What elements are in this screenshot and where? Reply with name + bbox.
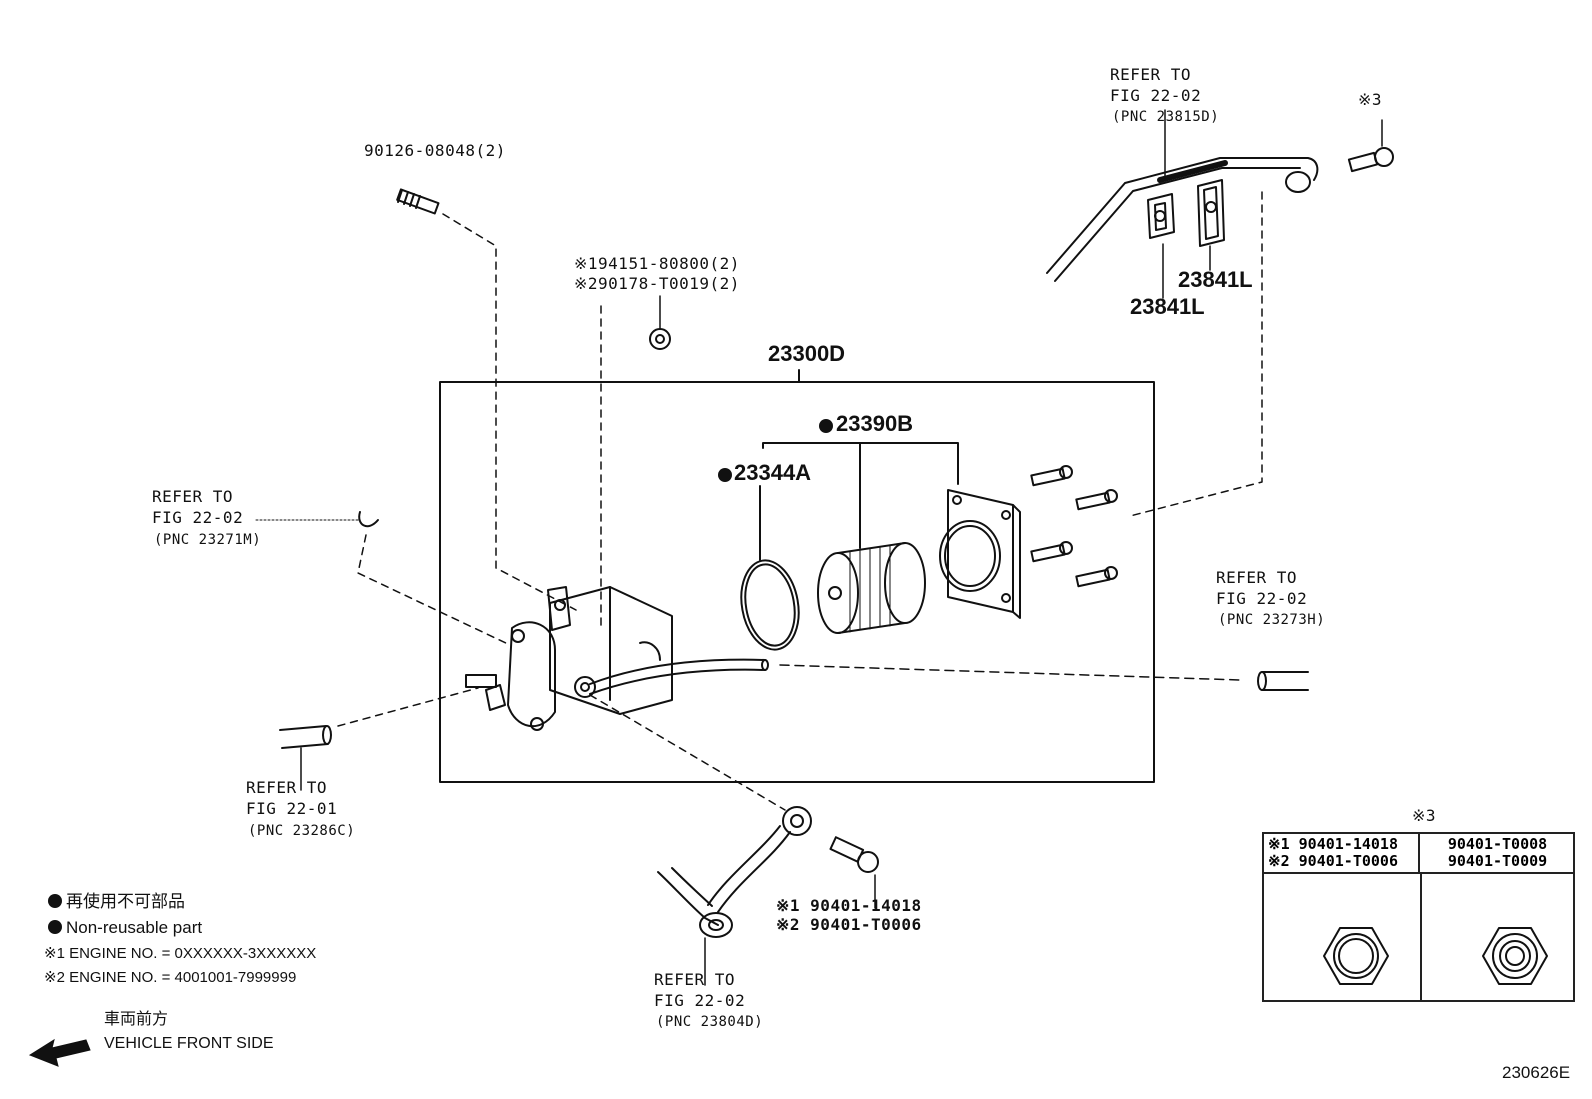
nut-note-1: ※194151-80800(2) bbox=[574, 254, 740, 273]
ref-right-line1: REFER TO bbox=[1216, 568, 1298, 587]
ref-top-line3: (PNC 23815D) bbox=[1112, 109, 1220, 125]
nut-icon bbox=[649, 328, 671, 350]
table-left-line1: ※1 90401-14018 bbox=[1268, 835, 1398, 853]
legend-bullet-jp: 再使用不可部品 bbox=[48, 892, 185, 912]
table-cell-right: 90401-T0008 90401-T0009 bbox=[1420, 834, 1575, 874]
cover-bolt-icon bbox=[1030, 541, 1073, 563]
ref-top-line2: FIG 22-02 bbox=[1110, 86, 1202, 105]
hose-lower-left-icon bbox=[279, 725, 329, 749]
clamp-icon bbox=[1197, 179, 1225, 247]
ref-bottom-line2: FIG 22-02 bbox=[654, 991, 746, 1010]
filter-element-label: 23390B bbox=[836, 411, 914, 436]
o-ring-icon bbox=[740, 559, 800, 651]
front-side-jp: 車両前方 bbox=[104, 1011, 169, 1028]
o-ring-label: 23344A bbox=[734, 460, 812, 485]
ref-bottom-line3: (PNC 23804D) bbox=[656, 1014, 764, 1030]
hose-left-icon bbox=[358, 511, 379, 528]
union-bolt-top-icon bbox=[1347, 147, 1394, 173]
table-divider bbox=[1420, 874, 1422, 1000]
front-side-en: VEHICLE FRONT SIDE bbox=[104, 1035, 274, 1052]
assembly-frame bbox=[439, 381, 1155, 783]
ref-right-line3: (PNC 23273H) bbox=[1218, 612, 1326, 628]
ref-bl-line3: (PNC 23286C) bbox=[248, 823, 356, 839]
cover-bolt-icon bbox=[1030, 465, 1073, 487]
table-left-line2: ※2 90401-T0006 bbox=[1268, 852, 1398, 870]
cover-bolt-icon bbox=[1075, 566, 1118, 588]
table-cell-left: ※1 90401-14018 ※2 90401-T0006 bbox=[1264, 834, 1420, 874]
clamp-label-b: 23841L bbox=[1130, 294, 1205, 319]
legend-bullet-jp-text: 再使用不可部品 bbox=[66, 892, 185, 911]
ref-top-line1: REFER TO bbox=[1110, 65, 1192, 84]
clamp-label-a: 23841L bbox=[1178, 267, 1253, 292]
table-right-line1: 90401-T0008 bbox=[1447, 835, 1548, 853]
mark3-top: ※3 bbox=[1358, 90, 1383, 109]
legend-note-1: ※1 ENGINE NO. = 0XXXXXX-3XXXXXX bbox=[44, 945, 317, 962]
bullet-icon bbox=[48, 920, 62, 934]
table-right-line2: 90401-T0009 bbox=[1447, 852, 1548, 870]
clamp-icon bbox=[1147, 193, 1175, 239]
union-bolt-lower-icon bbox=[829, 836, 879, 873]
cover-bolt-icon bbox=[1075, 489, 1118, 511]
hex-nut-icon bbox=[1323, 927, 1389, 985]
ref-left-line2: FIG 22-02 bbox=[152, 508, 244, 527]
legend-note-2: ※2 ENGINE NO. = 4001001-7999999 bbox=[44, 969, 297, 986]
stud-bolt-label: 90126-08048(2) bbox=[364, 141, 506, 160]
ref-bl-line1: REFER TO bbox=[246, 778, 328, 797]
figure-id: 230626E bbox=[1502, 1063, 1571, 1082]
table-mark: ※3 bbox=[1412, 806, 1437, 825]
fuel-pipe-lower-icon bbox=[657, 806, 812, 938]
hose-right-icon bbox=[1261, 671, 1309, 691]
part-number-table: ※1 90401-14018 ※2 90401-T0006 90401-T000… bbox=[1262, 832, 1575, 1002]
ref-bottom-line1: REFER TO bbox=[654, 970, 736, 989]
stud-bolt-icon bbox=[396, 188, 440, 215]
ref-bl-line2: FIG 22-01 bbox=[246, 799, 338, 818]
assembly-label: 23300D bbox=[768, 341, 846, 366]
legend-bullet-en: Non-reusable part bbox=[48, 918, 202, 938]
nut-note-2: ※290178-T0019(2) bbox=[574, 274, 740, 293]
union-bolt-label-1: ※1 90401-14018 bbox=[776, 896, 922, 915]
legend-bullet-en-text: Non-reusable part bbox=[66, 918, 203, 937]
filter-cover-icon bbox=[939, 489, 1021, 619]
fuel-pipe-top-icon bbox=[1046, 157, 1319, 282]
ref-right-line2: FIG 22-02 bbox=[1216, 589, 1308, 608]
hex-nut-icon bbox=[1482, 927, 1548, 985]
bullet-icon bbox=[48, 894, 62, 908]
union-bolt-label-2: ※2 90401-T0006 bbox=[776, 915, 922, 934]
front-arrow-icon bbox=[28, 1038, 91, 1067]
ref-left-line3: (PNC 23271M) bbox=[154, 532, 262, 548]
ref-left-line1: REFER TO bbox=[152, 487, 234, 506]
filter-element-icon bbox=[817, 542, 926, 634]
pump-body-icon bbox=[465, 586, 769, 731]
